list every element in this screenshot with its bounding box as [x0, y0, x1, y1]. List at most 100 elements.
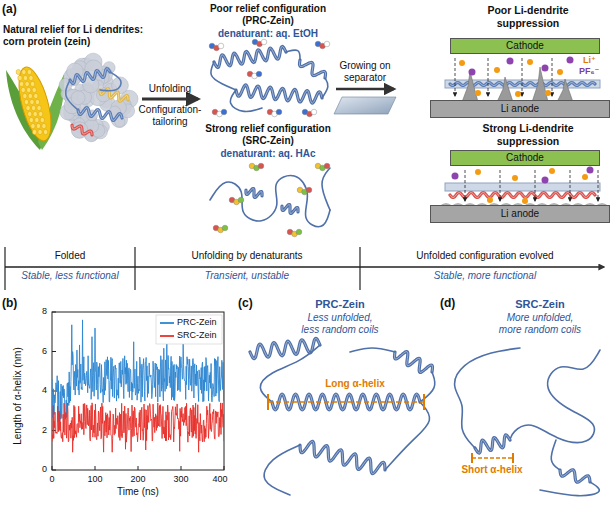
- random-coil: [322, 168, 330, 210]
- corn-kernel: [29, 75, 33, 80]
- stage-label: Unfolding by denaturants: [137, 250, 357, 262]
- alpha-helix: [250, 338, 320, 358]
- plot-frame: [52, 312, 224, 470]
- solvent-molecule: [276, 109, 282, 115]
- corn-kernel: [18, 75, 22, 80]
- random-coil: [230, 90, 262, 111]
- stage-note: Stable, more functional: [365, 270, 605, 282]
- callout-label: Short α-helix: [452, 464, 532, 476]
- solvent-molecule: [258, 163, 264, 169]
- denaturant-label: denaturant: aq. EtOH: [198, 28, 338, 40]
- li-ion: [557, 69, 563, 75]
- solvent-molecule: [222, 225, 228, 231]
- solvent-molecule: [306, 187, 312, 193]
- measure-tick: [512, 453, 514, 463]
- corn-kernel: [22, 69, 26, 74]
- panel-letter: (c): [238, 296, 253, 310]
- panel-letter: (b): [2, 296, 17, 310]
- timeline: [5, 247, 604, 290]
- corn-kernel: [16, 69, 20, 74]
- random-coil: [420, 372, 435, 402]
- alpha-helix: [450, 193, 595, 198]
- measure-tick: [423, 394, 425, 410]
- corn-kernel: [28, 111, 32, 116]
- solvent-molecule: [256, 71, 262, 77]
- random-coil: [100, 72, 121, 91]
- corn-kernel: [30, 99, 34, 104]
- pf6-ion: [507, 58, 514, 65]
- corn-kernel: [43, 129, 47, 134]
- arrow: [488, 58, 489, 96]
- alpha-helix: [300, 441, 385, 473]
- solvent-molecule: [221, 109, 227, 115]
- tick-label: 4: [27, 385, 47, 396]
- ion-label: Li⁺: [583, 55, 596, 66]
- li-dendrite: [462, 71, 478, 102]
- layer-label: Cathode: [506, 40, 544, 52]
- panel-title: PRC-Zein: [290, 298, 390, 311]
- measure-line: [268, 401, 424, 403]
- battery-cell-strong: [440, 167, 608, 207]
- arrow: [500, 170, 501, 201]
- solvent-molecule: [238, 197, 244, 203]
- pf6-ion: [469, 69, 476, 76]
- alpha-helix: [246, 188, 262, 197]
- cathode-layer: Cathode: [450, 150, 600, 166]
- panel-title: Strong Li-dendrite suppression: [469, 122, 587, 147]
- arrow-label: Configuration-tailoring: [133, 104, 207, 128]
- folded-zein: [59, 53, 138, 142]
- corn-kernel: [24, 99, 28, 104]
- arrow: [598, 170, 599, 201]
- random-coil: [350, 348, 395, 352]
- random-coil: [286, 50, 300, 60]
- corn-kernel: [32, 87, 36, 92]
- panel-letter: (a): [2, 2, 17, 16]
- denaturant-label: denaturant: aq. HAc: [198, 148, 338, 160]
- alpha-helix: [475, 435, 510, 453]
- timeline-axis: [5, 266, 604, 267]
- layer-label: Cathode: [506, 152, 544, 164]
- long-helix-marker: [268, 394, 424, 410]
- arrow: [522, 58, 523, 96]
- corn-kernel: [31, 123, 35, 128]
- stage-note: Stable, less functional: [6, 270, 134, 282]
- tick-label: 400: [205, 474, 235, 485]
- corn-kernel: [28, 93, 32, 98]
- corn-kernel: [31, 105, 35, 110]
- pf6-ion: [542, 177, 549, 184]
- li-ion: [494, 67, 500, 73]
- tick-label: 100: [80, 474, 110, 485]
- corn-kernel: [42, 123, 46, 128]
- li-ion: [487, 197, 493, 203]
- random-coil: [210, 175, 330, 226]
- corn-kernel: [26, 105, 30, 110]
- alpha-helix: [236, 85, 322, 103]
- axis-tick: [95, 466, 96, 470]
- timeline-tick: [359, 247, 360, 290]
- timeline-tick: [134, 247, 135, 290]
- li-ion: [549, 168, 555, 174]
- corn-illustration: [6, 64, 64, 150]
- solvent-molecule: [261, 39, 267, 45]
- li-dendrite: [497, 77, 513, 102]
- alpha-helix: [214, 46, 286, 67]
- separator-layer: [445, 183, 600, 191]
- panel-title: Poor Li-dendrite suppression: [473, 4, 583, 29]
- tick-label: 300: [166, 474, 196, 485]
- axis-title: Length of α-helix (nm): [12, 326, 24, 466]
- panel-note: Less unfolded, less random coils: [300, 312, 380, 336]
- config-title: Poor relief configuration (PRC-Zein): [201, 3, 336, 27]
- li-ion: [512, 175, 518, 181]
- measure-tick: [267, 394, 269, 410]
- arrow: [465, 170, 466, 201]
- random-coil: [211, 62, 236, 90]
- corn-kernel: [25, 81, 29, 86]
- alpha-helix: [72, 125, 92, 135]
- axis-tick: [52, 312, 56, 313]
- separator-sheet: [334, 97, 396, 114]
- corn-kernel: [33, 111, 37, 116]
- timeline-tick: [4, 247, 5, 290]
- random-coil: [551, 440, 560, 470]
- alpha-helix: [78, 108, 122, 121]
- solvent-molecule: [296, 229, 302, 235]
